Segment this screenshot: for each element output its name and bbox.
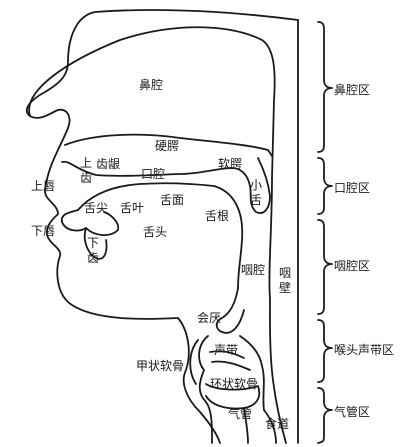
label-tongue-blade: 舌叶 xyxy=(120,201,145,215)
nasal-cavity-wall xyxy=(28,26,276,179)
label-pharyngeal-cavity: 咽腔 xyxy=(241,263,266,277)
brace-nasal xyxy=(317,21,333,153)
label-upper-lip: 上唇 xyxy=(31,179,56,193)
trachea-wall xyxy=(243,407,249,444)
label-lower-teeth: 下齿 xyxy=(87,236,100,265)
label-trachea: 气管 xyxy=(228,407,253,421)
lower-teeth-shape xyxy=(83,227,108,260)
label-pharyngeal-wall: 咽壁 xyxy=(279,266,292,295)
vocal-cord-right xyxy=(211,360,251,371)
label-alveolar-ridge: 齿龈 xyxy=(96,157,121,171)
label-soft-palate: 软腭 xyxy=(218,157,243,171)
larynx-front xyxy=(198,335,213,444)
label-upper-teeth: 上齿 xyxy=(80,156,93,185)
label-cricoid-cartilage: 环状软骨 xyxy=(210,377,259,391)
label-nasal-cavity: 鼻腔 xyxy=(139,78,164,92)
hard-palate-upper xyxy=(64,133,273,157)
zone-label-nasal: 鼻腔区 xyxy=(334,83,371,97)
brace-pharynx xyxy=(317,219,333,315)
label-vocal-cords: 声带 xyxy=(214,343,239,357)
vocal-cord-left xyxy=(209,350,245,359)
zone-label-larynx: 喉头声带区 xyxy=(334,343,395,357)
thyroid-cartilage-shape xyxy=(189,339,199,385)
larynx-back xyxy=(239,335,265,411)
label-tongue-surface: 舌面 xyxy=(160,193,185,207)
zone-label-oral: 口腔区 xyxy=(334,181,371,195)
label-oral-cavity: 口腔 xyxy=(141,167,166,181)
posterior-pharynx-line xyxy=(268,177,287,444)
cricoid-ring xyxy=(205,383,261,410)
label-thyroid-cartilage: 甲状软骨 xyxy=(136,359,185,373)
label-tongue-root: 舌根 xyxy=(205,209,230,223)
soft-palate-shape xyxy=(231,157,271,214)
label-esophagus: 食道 xyxy=(265,417,290,431)
zone-label-trachea: 气管区 xyxy=(334,405,371,419)
brace-larynx xyxy=(317,319,333,383)
tongue-surface-line xyxy=(77,182,244,289)
label-lower-lip: 下唇 xyxy=(31,224,56,238)
brace-trachea xyxy=(317,387,333,444)
label-uvula: 小舌 xyxy=(250,178,263,207)
label-epiglottis: 会厌 xyxy=(197,311,222,325)
zone-label-pharyngeal: 咽腔区 xyxy=(334,259,371,273)
label-tongue-body: 舌头 xyxy=(143,225,168,239)
epiglottis-shape xyxy=(215,287,245,334)
head-profile-outline xyxy=(25,9,299,444)
brace-oral xyxy=(317,157,333,215)
label-hard-palate: 硬腭 xyxy=(155,139,180,153)
hard-palate-lower xyxy=(61,160,233,177)
label-tongue-tip: 舌尖 xyxy=(84,201,109,215)
esophagus-wall xyxy=(263,409,277,444)
